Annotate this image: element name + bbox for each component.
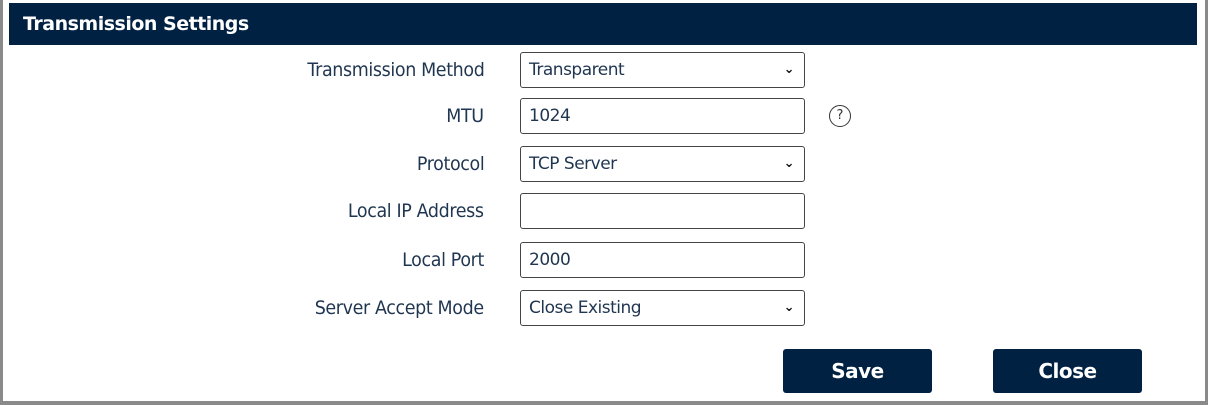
select-value: TCP Server bbox=[529, 154, 617, 174]
panel-title: Transmission Settings bbox=[9, 3, 1197, 45]
row-server-accept-mode: Server Accept Mode Close Existing ⌄ bbox=[0, 290, 1208, 326]
close-button[interactable]: Close bbox=[993, 349, 1142, 393]
row-local-port: Local Port 2000 bbox=[0, 242, 1208, 278]
chevron-down-icon: ⌄ bbox=[783, 62, 795, 77]
transmission-method-select[interactable]: Transparent ⌄ bbox=[520, 52, 805, 88]
mtu-input[interactable]: 1024 bbox=[520, 98, 805, 134]
row-transmission-method: Transmission Method Transparent ⌄ bbox=[0, 52, 1208, 88]
help-icon[interactable]: ? bbox=[829, 105, 851, 127]
chevron-down-icon: ⌄ bbox=[783, 156, 795, 171]
local-port-input[interactable]: 2000 bbox=[520, 242, 805, 278]
server-accept-mode-select[interactable]: Close Existing ⌄ bbox=[520, 290, 805, 326]
chevron-down-icon: ⌄ bbox=[783, 300, 795, 315]
select-value: Close Existing bbox=[529, 298, 642, 318]
row-local-ip: Local IP Address bbox=[0, 193, 1208, 229]
field-label: Transmission Method bbox=[306, 59, 484, 81]
select-value: Transparent bbox=[529, 60, 625, 80]
row-protocol: Protocol TCP Server ⌄ bbox=[0, 146, 1208, 182]
field-label: Protocol bbox=[416, 153, 484, 175]
local-ip-input[interactable] bbox=[520, 193, 805, 229]
field-label: Local IP Address bbox=[348, 200, 484, 222]
field-label: Local Port bbox=[402, 249, 484, 271]
row-mtu: MTU 1024 ? bbox=[0, 98, 1208, 134]
save-button[interactable]: Save bbox=[783, 349, 932, 393]
field-label: MTU bbox=[446, 105, 485, 127]
field-label: Server Accept Mode bbox=[314, 297, 484, 319]
protocol-select[interactable]: TCP Server ⌄ bbox=[520, 146, 805, 182]
